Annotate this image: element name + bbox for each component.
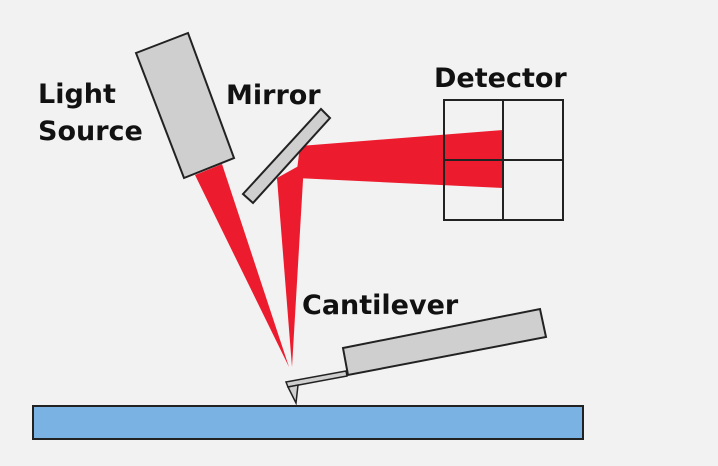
light-source <box>134 31 236 180</box>
cantilever-label: Cantilever <box>302 290 459 321</box>
light-source-label-line1: Light <box>38 79 116 110</box>
mirror-label: Mirror <box>226 80 321 111</box>
mirror <box>241 107 332 205</box>
sample-substrate <box>32 405 584 440</box>
cantilever-tip <box>286 384 299 406</box>
light-source-label-line2: Source <box>38 116 143 147</box>
cantilever-arm <box>284 370 348 388</box>
cantilever-chip <box>341 307 548 377</box>
reflected-laser-beam-horizontal <box>296 130 503 188</box>
detector <box>443 99 564 221</box>
reflected-laser-beam-vertical <box>277 163 304 367</box>
detector-label: Detector <box>434 63 567 94</box>
incident-laser-beam <box>195 164 289 367</box>
